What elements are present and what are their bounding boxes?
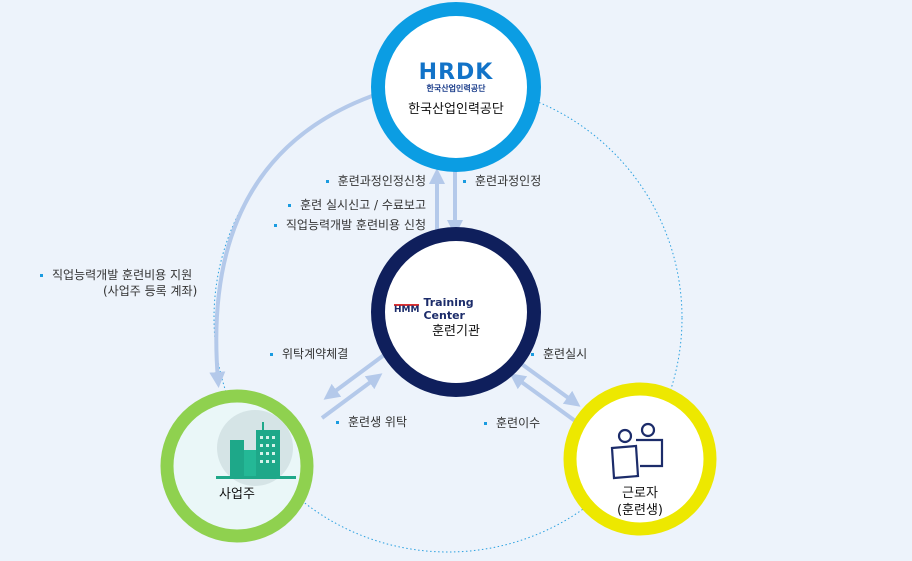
worker-label-line2: (훈련생) xyxy=(616,503,664,518)
flow-label: 훈련과정인정 xyxy=(463,173,541,189)
flow-text: 훈련실시 xyxy=(543,347,588,361)
training-center-label: 훈련기관 xyxy=(432,324,480,339)
hrdk-logo: HRDK 한국산업인력공단 xyxy=(416,62,496,94)
flow-label-line2: (사업주 등록 계좌) xyxy=(103,284,198,298)
building-icon xyxy=(216,410,296,486)
training-center-logo-text: Training Center xyxy=(423,296,474,322)
flow-label: 훈련 실시신고 / 수료보고 xyxy=(288,197,426,213)
flow-text: 훈련이수 xyxy=(496,416,541,430)
arrow-center-to-employer xyxy=(323,353,386,400)
hrdk-label: 한국산업인력공단 xyxy=(408,102,504,117)
hrdk-node xyxy=(371,2,541,172)
flow-text: 위탁계약체결 xyxy=(282,347,349,361)
flow-label: 직업능력개발 훈련비용 신청 xyxy=(273,217,426,233)
flow-text: 훈련생 위탁 xyxy=(348,415,408,429)
flow-label: 훈련과정인정신청 xyxy=(325,173,426,189)
flow-label: 훈련이수 xyxy=(484,415,540,431)
flow-label: 훈련실시 xyxy=(531,346,587,362)
flow-text: 훈련과정인정 xyxy=(475,174,542,188)
employer-label: 사업주 xyxy=(219,487,255,502)
flow-label: 직업능력개발 훈련비용 지원 xyxy=(40,267,192,283)
hrdk-logo-text: HRDK xyxy=(418,60,494,85)
training-center-node xyxy=(371,227,541,397)
arrow-hrdk-to-employer xyxy=(209,94,373,388)
worker-node xyxy=(563,382,717,536)
hrdk-logo-subtitle: 한국산업인력공단 xyxy=(426,84,486,93)
arrow-employer-to-center xyxy=(320,373,383,420)
flow-label: 위탁계약체결 xyxy=(270,346,348,362)
flow-text: 훈련과정인정신청 xyxy=(337,174,426,188)
flow-text: 직업능력개발 훈련비용 지원 xyxy=(52,268,193,282)
flow-text: 훈련 실시신고 / 수료보고 xyxy=(300,198,426,212)
flow-label: 훈련생 위탁 xyxy=(336,414,407,430)
people-icon xyxy=(610,422,664,480)
worker-label-line1: 근로자 xyxy=(622,486,658,501)
worker-label: 근로자 (훈련생) xyxy=(600,485,680,519)
arrow-worker-to-center xyxy=(509,373,580,425)
hmm-logo-mark: HMM xyxy=(394,303,420,315)
dotted-cycle xyxy=(213,83,683,553)
flow-text: 직업능력개발 훈련비용 신청 xyxy=(285,218,426,232)
training-center-logo: HMM Training Center xyxy=(394,296,504,322)
